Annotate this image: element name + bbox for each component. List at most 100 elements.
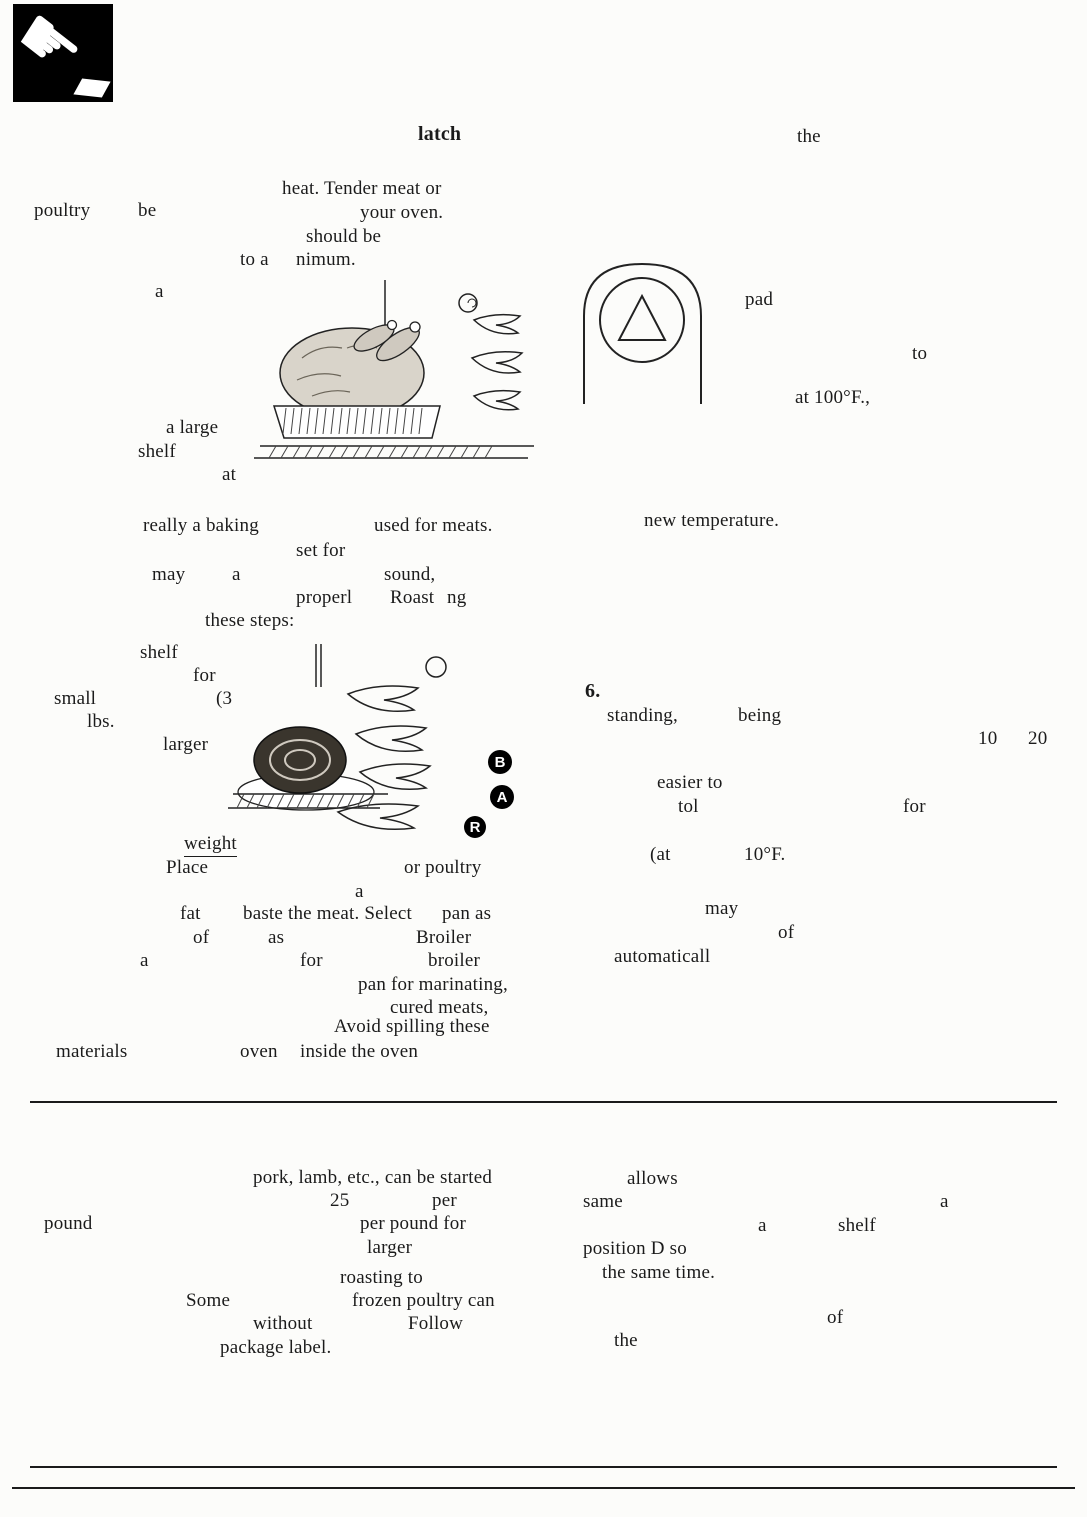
text-fragment: standing, [607,705,678,726]
text-fragment: a [940,1191,949,1212]
bottom-rule-2 [12,1487,1075,1489]
text-fragment: same [583,1191,623,1212]
text-fragment: should be [306,226,382,247]
text-fragment: set for [296,540,346,561]
text-fragment: pound [44,1213,93,1234]
shelf-support-shape [346,685,420,713]
text-fragment: of [778,922,795,943]
pointing-hand-icon: ☛ [13,4,113,102]
text-fragment: 20 [1028,728,1048,749]
text-fragment: per pound for [360,1213,467,1234]
shelf-support-shape [354,725,428,753]
text-fragment: a large [166,417,219,438]
text-fragment: being [738,705,782,726]
text-fragment: pan for marinating, [358,974,508,995]
text-fragment: pad [745,289,774,310]
text-fragment: the same time. [602,1262,716,1283]
text-fragment: of [193,927,210,948]
text-fragment: allows [627,1168,678,1189]
text-fragment: to [912,343,928,364]
text-fragment: roasting to [340,1267,423,1288]
shelf-support-shape [358,763,432,791]
text-fragment: fat [180,903,201,924]
roast [253,726,347,794]
text-fragment: without [253,1313,313,1334]
probe-outlet-circle [425,656,447,678]
shelf-position-label: R [470,819,481,836]
text-fragment: the [797,126,821,147]
text-fragment: 10°F. [744,844,786,865]
text-fragment: a [758,1215,767,1236]
text-fragment: be [138,200,157,221]
text-fragment: Follow [408,1313,464,1334]
shelf-position-label: A [497,789,508,806]
text-fragment: poultry [34,200,91,221]
text-fragment: may [705,898,739,919]
text-fragment: (at [650,844,671,865]
text-fragment: weight [184,833,237,857]
text-fragment: per [432,1190,457,1211]
text-fragment: pork, lamb, etc., can be started [253,1167,493,1188]
text-fragment: properl [296,587,353,608]
text-fragment: shelf [838,1215,876,1236]
text-fragment: 25 [330,1190,350,1211]
text-fragment: 10 [978,728,998,749]
text-fragment: new temperature. [644,510,780,531]
text-fragment: at [222,464,237,485]
text-fragment: shelf [140,642,178,663]
text-fragment: a [155,281,164,302]
text-fragment: package label. [220,1337,332,1358]
shelf-position-label: B [495,754,506,771]
shelf-position-badge [490,785,514,809]
text-fragment: to a [240,249,269,270]
text-fragment: easier to [657,772,723,793]
bottom-rule-1 [30,1466,1057,1468]
text-fragment: for [903,796,926,817]
text-fragment: Avoid spilling these [334,1016,490,1037]
text-fragment: ng [447,587,467,608]
text-fragment: larger [163,734,209,755]
text-fragment: for [300,950,323,971]
text-fragment: Roast [390,587,435,608]
turkey-roasting-illustration [252,278,542,493]
text-fragment: your oven. [360,202,444,223]
text-fragment: at 100°F., [795,387,871,408]
text-fragment: sound, [384,564,436,585]
text-fragment: a [140,950,149,971]
pad-arch-outline [583,262,702,404]
text-fragment: Place [166,857,209,878]
text-fragment: used for meats. [374,515,493,536]
shelf-support-shape [472,389,522,411]
shelf-position-badge [488,750,512,774]
text-fragment: may [152,564,186,585]
diamond-shape [73,78,111,98]
text-fragment: 6. [585,680,601,702]
text-fragment: the [614,1330,638,1351]
shelf-support-shape [336,803,420,831]
text-fragment: larger [367,1237,413,1258]
text-fragment: lbs. [87,711,115,732]
text-fragment: baste the meat. Select [243,903,412,924]
text-fragment: a [355,881,364,902]
text-fragment: these steps: [205,610,295,631]
text-fragment: oven [240,1041,278,1062]
text-fragment: cured meats, [390,997,489,1018]
text-fragment: automaticall [614,946,711,967]
text-fragment: broiler [428,950,481,971]
text-fragment: small [54,688,97,709]
text-fragment: tol [678,796,699,817]
text-fragment: latch [418,123,462,145]
pad-circle [599,277,685,363]
probe-pad-triangle-icon [580,258,705,406]
text-fragment: (3 [216,688,233,709]
text-fragment: nimum. [296,249,356,270]
section-divider [30,1101,1057,1103]
text-fragment: frozen poultry can [352,1290,495,1311]
text-fragment: of [827,1307,844,1328]
text-fragment: position D so [583,1238,687,1259]
probe-outlet-circle [458,293,478,313]
text-fragment: or poultry [404,857,482,878]
text-fragment: heat. Tender meat or [282,178,442,199]
text-fragment: Some [186,1290,231,1311]
